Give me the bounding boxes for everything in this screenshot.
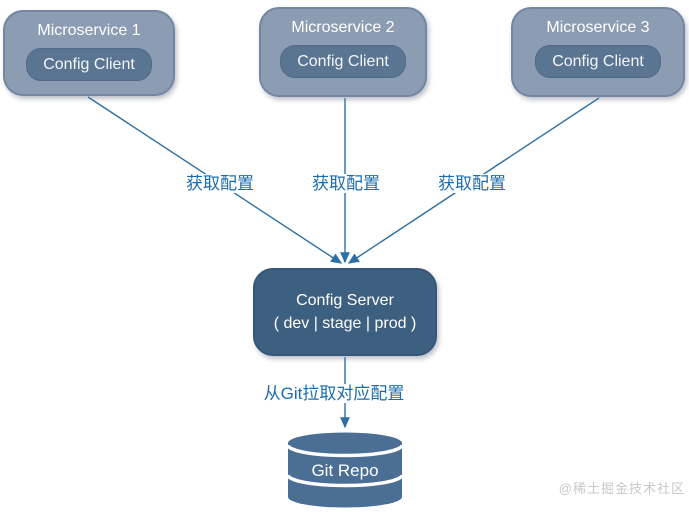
microservice-2-config-client-box: Config Client [280, 45, 406, 78]
watermark: @稀土掘金技术社区 [558, 481, 685, 496]
microservice-3-box: Microservice 3 Config Client [511, 7, 685, 97]
config-server-box: Config Server ( dev | stage | prod ) [253, 268, 437, 356]
microservice-1-box: Microservice 1 Config Client [3, 10, 175, 96]
edge-label-fetch-config-1: 获取配置 [184, 174, 256, 193]
microservice-2-config-client-label: Config Client [297, 52, 389, 70]
edge-label-fetch-config-3: 获取配置 [436, 174, 508, 193]
git-repo-label: Git Repo [311, 461, 379, 480]
microservice-1-config-client-label: Config Client [43, 55, 135, 73]
git-repo-cylinder-icon [286, 432, 404, 508]
edge-label-pull-from-git: 从Git拉取对应配置 [261, 384, 407, 403]
microservice-3-title: Microservice 3 [546, 19, 650, 36]
config-server-title: Config Server [296, 292, 394, 309]
microservice-2-box: Microservice 2 Config Client [259, 7, 427, 97]
microservice-3-config-client-label: Config Client [552, 52, 644, 70]
microservice-2-title: Microservice 2 [291, 19, 395, 36]
edge-label-fetch-config-2: 获取配置 [310, 174, 382, 193]
config-server-profiles: ( dev | stage | prod ) [273, 315, 417, 332]
microservice-1-config-client-box: Config Client [26, 48, 152, 81]
microservice-1-title: Microservice 1 [37, 22, 141, 39]
microservice-3-config-client-box: Config Client [535, 45, 661, 78]
